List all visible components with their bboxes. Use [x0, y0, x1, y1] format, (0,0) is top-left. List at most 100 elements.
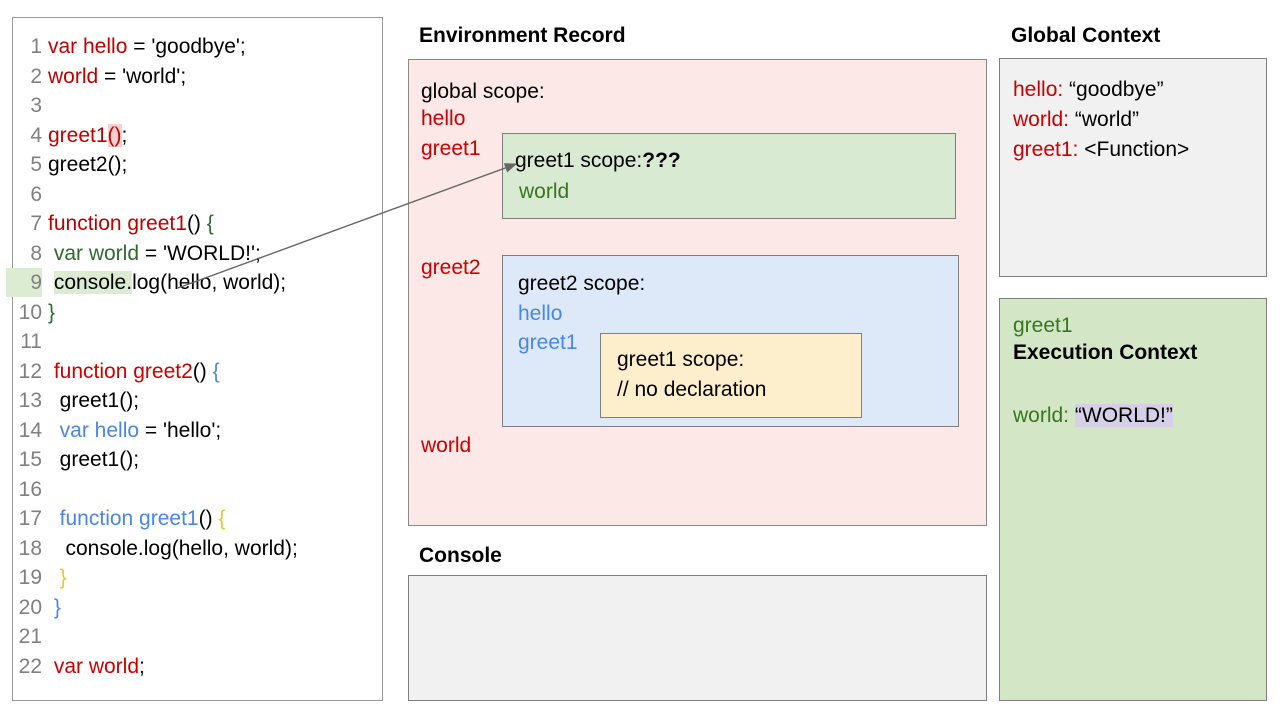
code-line-text: var hello = 'goodbye'; — [48, 32, 246, 61]
global-context-row: greet1: <Function> — [1013, 138, 1189, 162]
code-token: = 'world'; — [98, 64, 187, 88]
line-number: 16 — [18, 477, 42, 501]
code-token: console.log(hello, world); — [48, 536, 298, 560]
code-token: log(hello, world); — [132, 271, 287, 294]
line-number: 15 — [18, 448, 42, 471]
nested-greet1-scope-box — [600, 333, 862, 418]
line-number: 11 — [20, 330, 42, 353]
code-line[interactable]: 5 greet2(); — [0, 150, 1280, 179]
code-line[interactable]: 20 } — [0, 593, 1280, 622]
line-number: 4 — [30, 123, 42, 147]
code-token: } — [48, 595, 61, 619]
code-line[interactable]: 11 — [0, 327, 1280, 356]
line-number: 13 — [18, 389, 42, 412]
code-token: { — [218, 507, 226, 530]
global-context-title: Global Context — [1011, 24, 1161, 47]
code-line-text: console.log(hello, world); — [48, 534, 298, 563]
code-token: world — [48, 64, 99, 88]
line-number: 6 — [30, 182, 42, 206]
code-token: { — [212, 359, 220, 383]
global-context-row: world: “world” — [1013, 108, 1139, 132]
code-line[interactable]: 22 var world; — [0, 652, 1280, 681]
line-number: 2 — [30, 64, 42, 88]
line-number: 14 — [18, 418, 42, 442]
code-token: = 'WORLD!'; — [139, 241, 261, 265]
global-context-key: world: — [1013, 108, 1070, 131]
code-line-text: var world = 'WORLD!'; — [48, 239, 261, 268]
line-number: 9 — [6, 268, 42, 297]
code-line[interactable]: 14 var hello = 'hello'; — [0, 416, 1280, 445]
environment-record-title: Environment Record — [419, 24, 626, 47]
global-context-key: greet1: — [1013, 138, 1079, 161]
code-line[interactable]: 10} — [0, 298, 1280, 327]
line-number: 19 — [18, 566, 42, 589]
execution-context-value: “WORLD!” — [1074, 404, 1173, 427]
env-binding-world: world — [421, 434, 472, 457]
greet1-scope-unknown-marker: ??? — [642, 149, 681, 172]
nested-greet1-scope-note: // no declaration — [617, 378, 767, 401]
env-binding-greet2: greet2 — [421, 256, 481, 279]
code-line[interactable]: 17 function greet1() { — [0, 504, 1280, 533]
code-line-text: } — [48, 593, 61, 622]
line-number: 5 — [30, 153, 42, 176]
code-token: greet2(); — [48, 153, 128, 176]
code-token: = 'goodbye'; — [127, 35, 246, 58]
code-token: greet1(); — [48, 389, 140, 412]
console-title: Console — [419, 544, 502, 567]
global-context-value: “goodbye” — [1069, 78, 1164, 101]
code-token: function greet1 — [48, 507, 199, 530]
code-line[interactable]: 13 greet1(); — [0, 386, 1280, 415]
line-number: 1 — [30, 35, 42, 58]
execution-context-heading: Execution Context — [1013, 341, 1198, 364]
global-context-row: hello: “goodbye” — [1013, 78, 1164, 102]
global-scope-label: global scope: — [421, 80, 545, 103]
execution-context-row: world: “WORLD!” — [1013, 404, 1173, 428]
code-token: greet1 — [48, 123, 108, 147]
code-token: ; — [121, 123, 128, 147]
code-line[interactable]: 6 — [0, 180, 1280, 209]
code-token: () — [192, 359, 213, 383]
code-line-text: world = 'world'; — [48, 62, 186, 91]
global-context-key: hello: — [1013, 78, 1064, 101]
greet1-scope-title-prefix: greet1 scope: — [515, 149, 643, 172]
line-number: 22 — [18, 654, 42, 678]
execution-context-function-name: greet1 — [1013, 314, 1073, 337]
env-binding-hello: hello — [421, 107, 466, 130]
code-line-text: function greet1() { — [48, 504, 226, 533]
code-line[interactable]: 21 — [0, 622, 1280, 651]
code-line-text: function greet2() { — [48, 357, 220, 386]
code-line[interactable]: 16 — [0, 475, 1280, 504]
code-token: function greet2 — [48, 359, 193, 383]
line-number: 12 — [18, 359, 42, 383]
console-output-panel[interactable] — [408, 575, 987, 701]
global-context-value: <Function> — [1084, 138, 1190, 161]
line-number: 10 — [18, 300, 42, 324]
greet2-scope-binding-greet1: greet1 — [518, 331, 578, 354]
code-token: var world — [48, 654, 140, 678]
code-line[interactable]: 18 console.log(hello, world); — [0, 534, 1280, 563]
execution-context-key: world: — [1013, 404, 1070, 427]
code-line[interactable]: 1 var hello = 'goodbye'; — [0, 32, 1280, 61]
code-line[interactable]: 3 — [0, 91, 1280, 120]
line-number: 7 — [30, 212, 42, 235]
global-context-value: “world” — [1074, 108, 1140, 131]
code-token: var hello — [48, 418, 140, 442]
code-line-text: var world; — [48, 652, 145, 681]
code-line-text: console.log(hello, world); — [48, 268, 286, 297]
code-line[interactable]: 12 function greet2() { — [0, 357, 1280, 386]
code-token: () — [198, 507, 219, 530]
code-token: var world — [48, 241, 140, 265]
code-line[interactable]: 19 } — [0, 563, 1280, 592]
global-context-panel — [999, 58, 1267, 277]
greet1-scope-binding-world: world — [519, 180, 570, 203]
code-line-text: greet1(); — [48, 445, 139, 474]
code-line[interactable]: 15 greet1(); — [0, 445, 1280, 474]
line-number: 8 — [30, 241, 42, 265]
code-token: greet1(); — [48, 448, 140, 471]
code-editor-panel[interactable] — [12, 17, 383, 701]
code-line-text: function greet1() { — [48, 209, 214, 238]
code-token — [48, 271, 54, 294]
nested-greet1-scope-title: greet1 scope: — [617, 348, 745, 371]
